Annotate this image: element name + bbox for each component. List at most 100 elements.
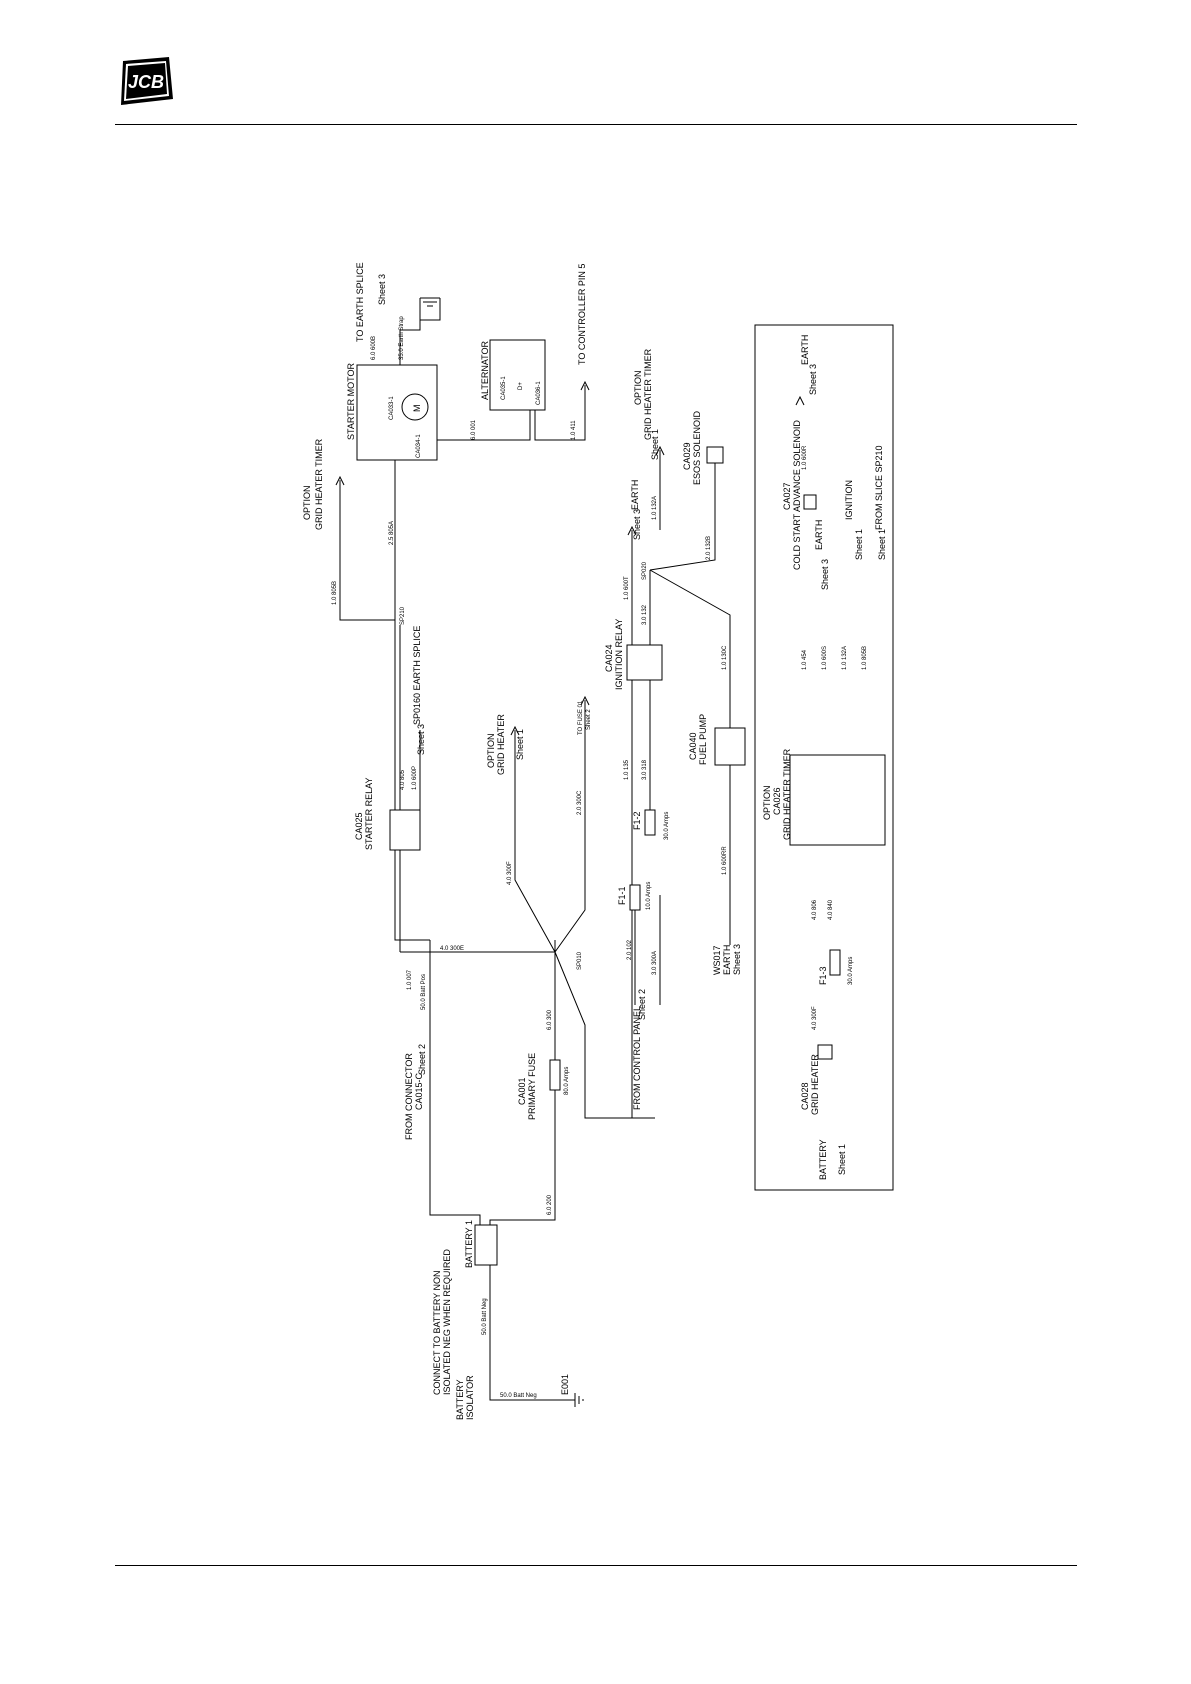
label-w-300e: 4.0 300E	[440, 946, 464, 952]
label-w-600p: 1.0 600P	[412, 766, 418, 790]
grid-heater-timer-box	[789, 754, 886, 846]
option-box-labels: EARTH Sheet 3 CA027 COLD START ADVANCE S…	[762, 335, 887, 1180]
label-battery-s: BATTERY	[818, 1139, 828, 1180]
label-w-battneg-1: 50.0 Batt Neg	[482, 1298, 488, 1335]
label-sheet3-e: Sheet 3	[808, 364, 818, 395]
label-w-806: 4.0 806	[812, 899, 818, 920]
label-w-300: 6.0 300	[547, 1009, 553, 1030]
ignition-relay-box	[626, 644, 663, 681]
label-ca026: CA026	[772, 787, 782, 815]
label-f1-2: F1-2	[632, 811, 642, 830]
label-from-slice: FROM SLICE SP210	[874, 445, 884, 530]
label-sheet3-c: Sheet 3	[632, 509, 642, 540]
label-sp0160: SP0160 EARTH SPLICE	[412, 626, 422, 725]
label-earth-2: EARTH	[722, 945, 732, 975]
label-ca027: CA027	[782, 482, 792, 510]
fuse-f1-2-symbol	[644, 809, 656, 836]
label-esos: ESOS SOLENOID	[692, 410, 702, 485]
label-earth-4: EARTH	[814, 520, 824, 550]
label-cold-start: COLD START ADVANCE SOLENOID	[792, 420, 802, 570]
center-labels: OPTION GRID HEATER Sheet 1 TO FUSE 01 Sh…	[404, 700, 592, 1420]
label-w-805b: 1.0 805B	[332, 581, 338, 605]
label-w-battneg-2: 50.0 Batt Neg	[500, 1393, 537, 1399]
label-w-135: 1.0 135	[624, 759, 630, 780]
label-w-007: 1.0 007	[407, 969, 413, 990]
label-earth-1: EARTH	[630, 480, 640, 510]
label-ca025: CA025	[354, 812, 364, 840]
label-sheet3-a: Sheet 3	[377, 274, 387, 305]
label-sheet1-a: Sheet 1	[515, 729, 525, 760]
jcb-logo: JCB	[121, 57, 173, 105]
label-w-600t: 1.0 600T	[624, 576, 630, 600]
label-w-001: 6.0 001	[471, 419, 477, 440]
alternator-box	[489, 339, 546, 411]
label-to-earth-splice: TO EARTH SPLICE	[355, 262, 365, 342]
label-option-3: OPTION	[633, 370, 643, 405]
label-sp020: SP020	[642, 561, 648, 580]
starter-motor-m: M	[412, 405, 422, 413]
arrows	[335, 380, 805, 736]
label-to-fuse: TO FUSE 01	[578, 700, 584, 735]
starter-motor-symbol	[401, 393, 429, 421]
label-w-600r: 1.0 600RR	[722, 846, 728, 875]
earth-symbol-e001	[489, 1265, 584, 1407]
label-e001: E001	[560, 1374, 570, 1395]
label-primary-fuse: PRIMARY FUSE	[527, 1053, 537, 1120]
label-w-132a-top: 1.0 132A	[652, 496, 658, 520]
label-fuse-30a: 30.0 Amps	[664, 812, 670, 840]
label-grid-heater: GRID HEATER	[810, 1054, 820, 1115]
label-w-454: 1.0 454	[802, 649, 808, 670]
label-sheet2-b: Sheet 2	[417, 1044, 427, 1075]
starter-pin-bottom: CA034-1	[416, 434, 422, 458]
label-ca040: CA040	[688, 732, 698, 760]
label-option-2: OPTION	[486, 733, 496, 768]
label-battery-isolator-2: ISOLATOR	[465, 1375, 475, 1420]
label-sp010: SP010	[577, 951, 583, 970]
label-f1-3: F1-3	[818, 966, 828, 985]
label-ca028: CA028	[800, 1082, 810, 1110]
label-w-earth-strap: 35.0 Earth Strap	[399, 316, 405, 360]
fuse-f1-1-symbol	[629, 884, 641, 911]
label-battery1: BATTERY 1	[464, 1220, 474, 1268]
label-sheet1-c: Sheet 1	[854, 529, 864, 560]
label-sp210: SP210	[400, 606, 406, 625]
label-w-411: 1.0 411	[571, 420, 577, 440]
label-sheet1-d: Sheet 1	[877, 529, 887, 560]
cold-start-solenoid-box	[803, 494, 817, 510]
alternator-pin-d: D+	[518, 382, 524, 390]
label-w-840: 4.0 840	[828, 899, 834, 920]
label-w-300f-2: 4.0 300F	[812, 1006, 818, 1030]
label-option-1b: GRID HEATER TIMER	[314, 438, 324, 530]
footer-rule	[115, 1565, 1077, 1566]
label-w-130c: 1.0 130C	[722, 645, 728, 670]
logo-text: JCB	[128, 72, 164, 92]
grid-heater-box	[817, 1044, 833, 1060]
label-ca029: CA029	[682, 442, 692, 470]
starter-pin-top: CA033-1	[389, 396, 395, 420]
label-w-300a: 3.0 300A	[652, 951, 658, 975]
primary-fuse-symbol	[549, 1059, 561, 1091]
alternator-pin-right: CA036-1	[536, 381, 542, 405]
header-rule	[115, 124, 1077, 125]
label-connect-note-2: ISOLATED NEG WHEN REQUIRED	[442, 1249, 452, 1395]
fuse-f1-3-symbol	[829, 949, 841, 976]
starter-labels: TO EARTH SPLICE Sheet 3 6.0 600B 35.0 Ea…	[302, 262, 587, 850]
label-w-805b-2: 1.0 805B	[862, 646, 868, 670]
starter-motor-title: STARTER MOTOR	[346, 362, 356, 440]
label-connect-note-1: CONNECT TO BATTERY NON	[432, 1270, 442, 1395]
label-w-600b: 6.0 600B	[371, 336, 377, 360]
label-fuel-pump: FUEL PUMP	[698, 714, 708, 765]
label-ignition: IGNITION	[844, 480, 854, 520]
label-from-panel: FROM CONTROL PANEL	[632, 1006, 642, 1110]
label-starter-relay: STARTER RELAY	[364, 777, 374, 850]
label-ca001: CA001	[517, 1077, 527, 1105]
label-sheet2-a: Sheet 2	[586, 709, 592, 730]
label-option-3b: GRID HEATER TIMER	[643, 348, 653, 440]
label-w-318: 3.0 318	[642, 759, 648, 780]
label-battery-isolator-1: BATTERY	[455, 1379, 465, 1420]
fuel-pump-box	[714, 727, 746, 766]
label-from-connector: FROM CONNECTOR	[404, 1053, 414, 1140]
label-fuse-10: 10.0 Amps	[646, 882, 652, 910]
label-w-600r2: 1.0 600R	[802, 445, 808, 470]
